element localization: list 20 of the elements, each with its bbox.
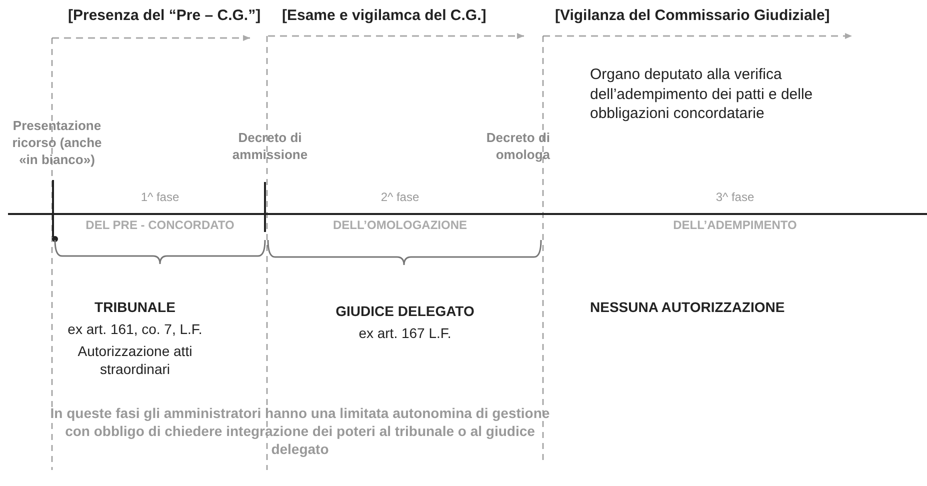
authority-label: NESSUNA AUTORIZZAZIONE	[590, 298, 786, 316]
description-text: Organo deputato alla verifica dell’adempimento dei patti e delle obbligazioni concordatarie	[590, 65, 814, 124]
phase-name: DELL’ADEMPIMENTO	[672, 218, 798, 234]
phase-number: 1^ fase	[140, 190, 180, 206]
period-heading: [Esame e vigilamca del C.G.]	[282, 6, 488, 26]
period-heading: [Presenza del “Pre – C.G.”]	[68, 6, 262, 26]
event-label: Presentazione ricorso (anche «in bianco»)	[11, 118, 103, 169]
phase-name: DEL PRE - CONCORDATO	[84, 218, 236, 234]
phase-number: 2^ fase	[380, 190, 420, 206]
event-label: Decreto di omologa	[485, 130, 550, 164]
authority-label: GIUDICE DELEGATO	[334, 302, 476, 320]
description-text: Autorizzazione atti straordinari	[76, 342, 194, 378]
phase-name: DELL’OMOLOGAZIONE	[332, 218, 468, 234]
period-heading: [Vigilanza del Commissario Giudiziale]	[555, 6, 831, 26]
legal-reference: ex art. 161, co. 7, L.F.	[66, 320, 204, 338]
note-text: In queste fasi gli amministratori hanno una limitata autonomina di gestione con obbligo di chiedere integrazione dei poteri al tribunale o al giudice delegato	[50, 404, 550, 459]
legal-reference: ex art. 167 L.F.	[358, 324, 452, 342]
phase-number: 3^ fase	[714, 190, 756, 206]
event-label: Decreto di ammissione	[231, 130, 309, 164]
authority-label: TRIBUNALE	[94, 298, 176, 316]
